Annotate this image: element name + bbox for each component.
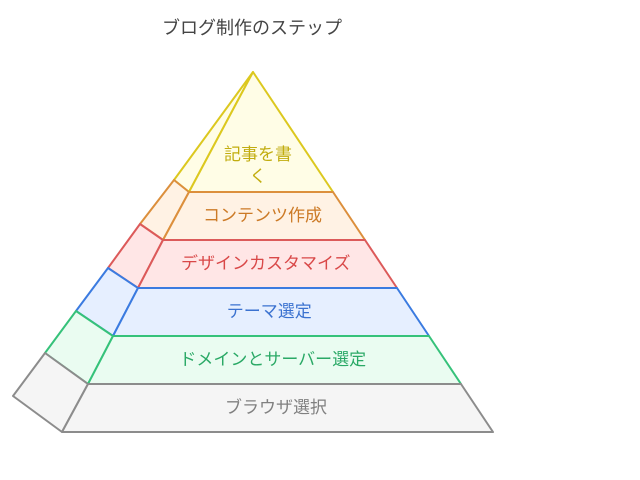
tier-1-label-line: く [250,167,267,187]
tier-5-label-line: ドメインとサーバー選定 [179,350,366,370]
tier-3-label: デザインカスタマイズ [181,253,351,274]
tier-4-label: テーマ選定 [227,302,312,322]
tier-1-label-line: 記事を書 [224,145,292,165]
tier-5-label: ドメインとサーバー選定 [179,350,366,370]
tier-2-label-line: コンテンツ作成 [203,206,322,226]
pyramid-labels: 記事を書くコンテンツ作成デザインカスタマイズテーマ選定ドメインとサーバー選定ブラ… [179,145,366,418]
tier-4-label-line: テーマ選定 [227,302,312,322]
pyramid-front-faces [61,71,494,433]
tier-6-label: ブラウザ選択 [225,397,327,418]
diagram-title: ブログ制作のステップ [162,18,342,39]
tier-6-label-line: ブラウザ選択 [225,397,327,418]
tier-6-front-face [61,383,494,433]
tier-3-label-line: デザインカスタマイズ [181,253,351,274]
tier-1-label: 記事を書く [224,145,292,187]
tier-2-label: コンテンツ作成 [203,206,322,226]
